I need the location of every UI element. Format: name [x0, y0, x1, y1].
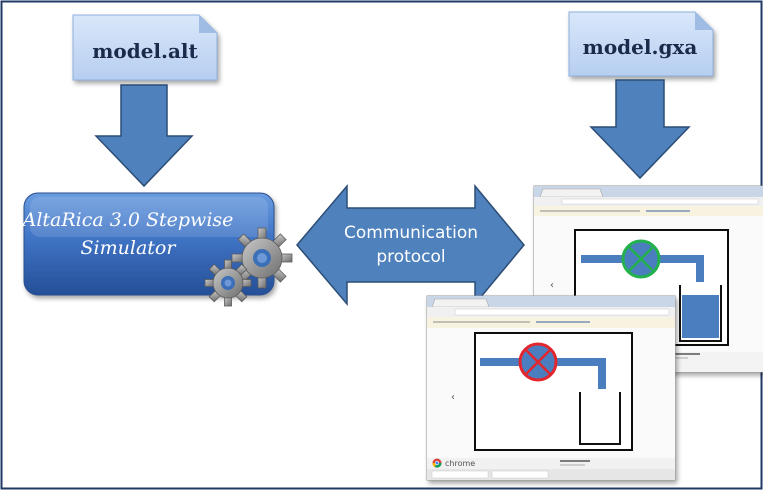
protocol-label-line1: Communication [344, 223, 478, 243]
browser-window-front [426, 295, 676, 481]
file-model-alt-label: model.alt [92, 39, 198, 63]
simulator-label-line2: Simulator [81, 237, 178, 259]
gears-icon [204, 227, 293, 307]
file-model-gxa [568, 11, 714, 77]
browser-front-nav-arrow: ‹ [451, 392, 455, 403]
down-arrow-right [589, 79, 691, 180]
protocol-label-line2: protocol [376, 247, 445, 267]
chrome-logo-icon [432, 458, 442, 468]
browser-back-nav-arrow: ‹ [550, 280, 554, 291]
file-model-gxa-label: model.gxa [583, 35, 698, 59]
front-window-process [480, 342, 621, 445]
down-arrow-left [94, 84, 194, 188]
file-model-alt [72, 14, 218, 81]
back-window-process [581, 239, 722, 342]
simulator-label-line1: AltaRica 3.0 Stepwise [21, 209, 234, 231]
communication-double-arrow [296, 183, 525, 307]
chrome-brand-label: chrome [445, 459, 475, 468]
